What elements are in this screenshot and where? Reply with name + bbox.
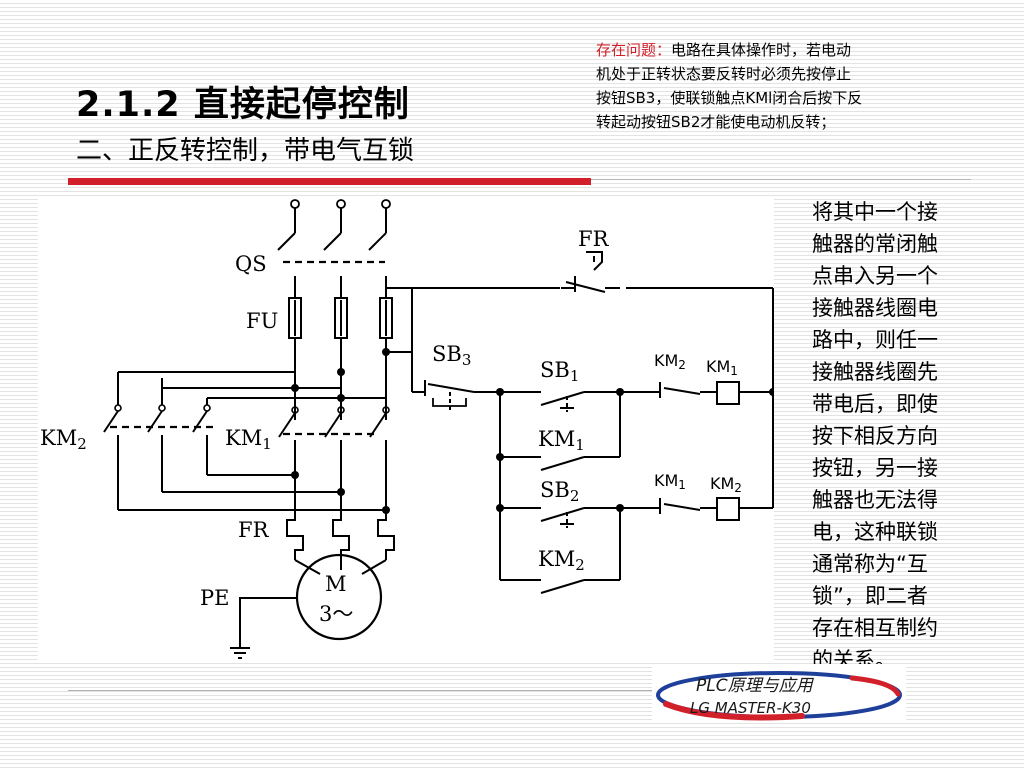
explanation-line-2: 触器的常闭触 — [812, 232, 938, 256]
explanation-line-9: 按钮，另一接 — [812, 456, 938, 480]
label-sb1: SB1 — [540, 358, 579, 385]
main-junctions — [291, 348, 390, 514]
label-km1-aux: KM1 — [538, 427, 585, 454]
logo-swoosh-red — [663, 701, 805, 721]
explanation-line-8: 按下相反方向 — [812, 424, 938, 448]
problem-note: 存在问题：电路在具体操作时，若电动 机处于正转状态要反转时必须先按停止 按钮SB… — [596, 38, 1008, 134]
motor-symbol — [295, 553, 383, 641]
explanation-line-3: 点串入另一个 — [812, 264, 938, 288]
label-qs: QS — [235, 252, 267, 276]
control-junctions — [496, 388, 774, 512]
logo-line-2: LG MASTER-K30 — [690, 699, 811, 717]
circuit-svg: QS FU KM2 KM1 FR PE M 3～ FR SB3 SB1 KM1 … — [40, 199, 774, 659]
explanation-line-10: 触器也无法得 — [812, 488, 938, 512]
interlock-explanation: 将其中一个接 触器的常闭触 点串入另一个 接触器线圈电 路中，则任一 接触器线圈… — [812, 196, 980, 676]
motor-label-m: M — [325, 572, 347, 596]
label-sb3: SB3 — [432, 342, 471, 369]
logo-swoosh-red-2 — [849, 675, 901, 697]
control-circuit — [411, 251, 774, 594]
circuit-diagram: QS FU KM2 KM1 FR PE M 3～ FR SB3 SB1 KM1 … — [38, 196, 774, 661]
explanation-line-14: 存在相互制约 — [812, 616, 938, 640]
problem-line-4: 转起动按钮SB2才能使电动机反转； — [596, 113, 836, 131]
problem-line-3: 按钮SB3，使联锁触点KMl闭合后按下反 — [596, 89, 863, 107]
label-km2-aux: KM2 — [538, 547, 585, 574]
explanation-line-1: 将其中一个接 — [812, 200, 938, 224]
thermal-relay-heaters — [286, 514, 395, 575]
label-pe: PE — [200, 586, 229, 610]
slide-title: 2.1.2 直接起停控制 — [76, 85, 410, 125]
label-fu: FU — [246, 309, 278, 333]
motor-label-phase: 3～ — [319, 602, 353, 626]
label-km2-main: KM2 — [40, 426, 87, 453]
title-rule-extension — [591, 179, 971, 180]
label-fr-ctrl: FR — [578, 227, 610, 251]
explanation-line-12: 通常称为“互 — [812, 552, 928, 576]
supply-terminals — [290, 199, 391, 209]
problem-label: 存在问题： — [596, 41, 672, 59]
explanation-line-13: 锁”，即二者 — [812, 584, 928, 608]
ground-connection — [230, 597, 298, 659]
problem-line-2: 机处于正转状态要反转时必须先按停止 — [596, 65, 852, 83]
logo-line-1: PLC原理与应用 — [696, 676, 815, 696]
label-sb2: SB2 — [540, 478, 579, 505]
label-km1-nc: KM1 — [654, 471, 686, 492]
label-km2-nc: KM2 — [654, 351, 686, 372]
explanation-line-11: 电，这种联锁 — [812, 520, 938, 544]
label-km1-main: KM1 — [225, 426, 272, 453]
footer-divider — [68, 690, 658, 691]
km1-main-contacts — [278, 406, 390, 514]
problem-line-1: 电路在具体操作时，若电动 — [671, 41, 852, 59]
course-logo: PLC原理与应用 LG MASTER-K30 — [652, 664, 906, 721]
label-fr-main: FR — [238, 518, 270, 542]
label-km2-coil: KM2 — [710, 474, 742, 495]
explanation-line-4: 接触器线圈电 — [812, 296, 938, 320]
label-km1-coil: KM1 — [706, 357, 738, 378]
title-underline — [68, 178, 591, 185]
explanation-line-6: 接触器线圈先 — [812, 360, 938, 384]
logo-svg: PLC原理与应用 LG MASTER-K30 — [656, 671, 902, 721]
km2-main-contacts — [103, 371, 386, 511]
explanation-line-5: 路中，则任一 — [812, 328, 938, 352]
slide-subtitle: 二、正反转控制，带电气互锁 — [76, 136, 415, 166]
explanation-line-7: 带电后，即使 — [812, 392, 938, 416]
